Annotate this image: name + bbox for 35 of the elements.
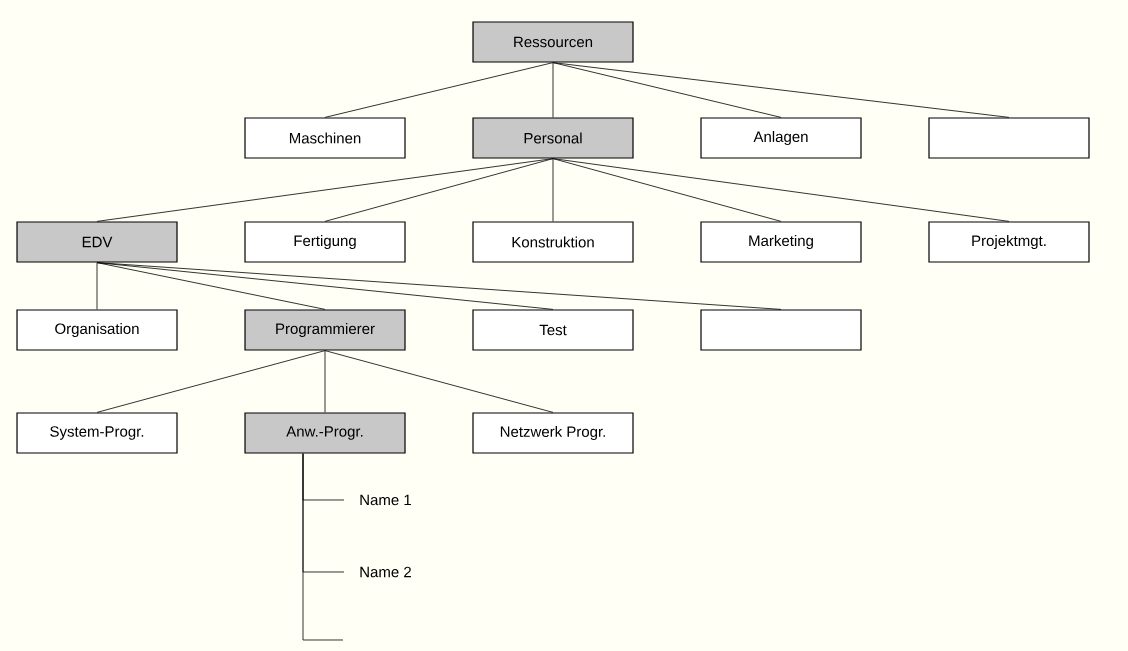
org-box: Programmierer <box>244 309 406 351</box>
name-label: Name 1 <box>360 494 411 506</box>
connector-line <box>552 62 554 118</box>
org-box: Marketing <box>700 221 862 263</box>
connector-line <box>96 350 326 413</box>
org-box: Fertigung <box>244 221 406 263</box>
connector-line <box>96 262 326 310</box>
connector-line <box>552 158 1010 222</box>
connector-line <box>324 350 554 413</box>
org-box: Test <box>472 309 634 351</box>
org-box: Ressourcen <box>472 21 634 63</box>
empty-box <box>928 117 1090 159</box>
org-box: Netzwerk Progr. <box>472 412 634 454</box>
org-box: Anw.-Progr. <box>244 412 406 454</box>
org-box: System-Progr. <box>16 412 178 454</box>
connector-line <box>324 158 554 222</box>
connector-line <box>324 62 554 118</box>
connector-line <box>552 158 554 222</box>
name-label: Name 2 <box>360 566 411 578</box>
org-box: Maschinen <box>244 117 406 159</box>
connector-line <box>552 158 782 222</box>
connector-line <box>96 262 782 310</box>
connector-line <box>324 350 326 413</box>
org-box: Personal <box>472 117 634 159</box>
connector-line <box>96 158 554 222</box>
connector-line <box>552 62 782 118</box>
org-box: Anlagen <box>700 117 862 159</box>
empty-box <box>700 309 862 351</box>
org-box: Konstruktion <box>472 221 634 263</box>
connector-line <box>302 453 344 641</box>
org-box: EDV <box>16 221 178 263</box>
connector-line <box>552 62 1010 118</box>
connector-line <box>96 262 98 310</box>
org-box: Organisation <box>16 309 178 351</box>
org-box: Projektmgt. <box>928 221 1090 263</box>
